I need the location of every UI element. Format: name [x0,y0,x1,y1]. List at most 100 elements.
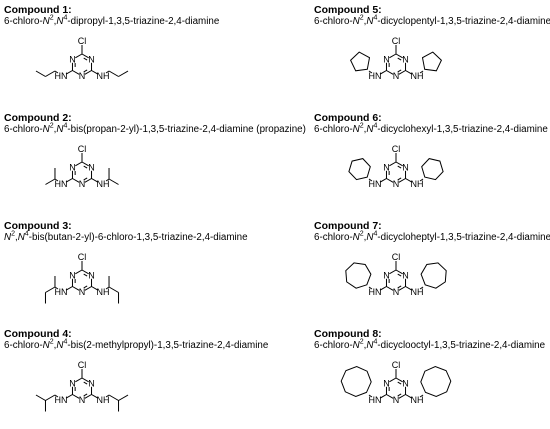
amine-bond [91,70,99,75]
ring-bond [84,286,92,291]
ring-bond [72,394,80,399]
compound-title: Compound 2: [4,112,72,124]
alkyl-bond [108,286,119,293]
ring-bond [75,269,83,275]
ring-nitrogen-label: N [383,55,390,65]
alkyl-bond [118,394,129,401]
compound-5: Compound 5: 6-chloro-N2,N4-dicyclopentyl… [314,4,550,81]
amine-nh-label-left: HN [368,179,381,189]
ring-nitrogen-label: N [88,55,95,65]
compound-iupac-name: 6-chloro-N2,N4-dicyclooctyl-1,3,5-triazi… [314,338,546,351]
compound-2: Compound 2: 6-chloro-N2,N4-bis(propan-2-… [4,112,306,189]
amine-nh-label-left: HN [54,179,67,189]
compound-title: Compound 5: [314,4,382,16]
cyclopentyl-ring [421,51,443,72]
ring-nitrogen-label: N [69,55,76,65]
amine-nh-label-right: NH [97,395,110,405]
ring-nitrogen-label: N [402,163,409,173]
substituent-bond [368,394,373,398]
alkyl-bond [35,394,46,401]
ring-bond [386,70,394,75]
ring-bond [398,286,406,291]
ring-nitrogen-label: N [393,395,400,405]
compound-title: Compound 7: [314,220,382,232]
ring-nitrogen-label: N [79,395,86,405]
ring-bond [389,377,397,383]
amine-bond [405,286,413,291]
ring-nitrogen-label: N [383,271,390,281]
ring-bond [75,161,83,167]
compound-title: Compound 6: [314,112,382,124]
double-bond-line [397,57,402,61]
compound-iupac-name: 6-chloro-N2,N4-dicycloheptyl-1,3,5-triaz… [314,230,550,243]
compound-4: Compound 4: 6-chloro-N2,N4-bis(2-methylp… [4,328,274,412]
amine-nh-label-left: HN [54,71,67,81]
double-bond-line [397,273,402,277]
alkyl-bond [45,286,56,293]
double-bond-line [83,165,88,169]
chlorine-label: Cl [392,360,401,370]
ring-nitrogen-label: N [69,271,76,281]
amine-bond [65,394,73,399]
compound-title: Compound 4: [4,328,72,340]
amine-nh-label-left: HN [368,71,381,81]
ring-nitrogen-label: N [402,271,409,281]
amine-nh-label-right: NH [97,179,110,189]
ring-bond [72,178,80,183]
cyclohexyl-ring [348,158,371,181]
cyclohexyl-ring [421,158,444,181]
compound-iupac-name: N2,N4-bis(butan-2-yl)-6-chloro-1,3,5-tri… [4,230,248,243]
ring-bond [75,377,83,383]
cycloheptyl-ring [345,262,372,289]
substituent-bond [54,286,59,290]
ring-nitrogen-label: N [402,55,409,65]
amine-nh-label-left: HN [54,287,67,297]
compound-iupac-name: 6-chloro-N2,N4-bis(2-methylpropyl)-1,3,5… [4,338,269,351]
chlorine-label: Cl [78,36,87,46]
amine-nh-label-right: NH [411,287,424,297]
alkyl-bond [35,70,46,77]
amine-nh-label-right: NH [97,71,110,81]
alkyl-bond [45,70,56,77]
compound-1: Compound 1: 6-chloro-N2,N4-dipropyl-1,3,… [4,4,274,81]
amine-bond [405,178,413,183]
substituent-bond [54,70,59,74]
cyclooctyl-ring [340,365,372,398]
compound-8: Compound 8: 6-chloro-N2,N4-dicyclooctyl-… [314,328,550,405]
cyclopentyl-ring [349,51,371,72]
amine-nh-label-right: NH [411,71,424,81]
ring-nitrogen-label: N [393,287,400,297]
ring-nitrogen-label: N [383,163,390,173]
substituent-bond [419,394,424,398]
alkyl-bond [45,178,56,185]
substituent-bond [368,286,373,290]
double-bond-line [83,381,88,385]
ring-bond [389,53,397,59]
chlorine-label: Cl [392,144,401,154]
double-bond-line [397,165,402,169]
ring-bond [389,161,397,167]
amine-nh-label-left: HN [368,395,381,405]
ring-bond [84,394,92,399]
ring-bond [395,377,403,383]
ring-bond [81,377,89,383]
substituent-bond [105,394,110,398]
compound-iupac-name: 6-chloro-N2,N4-dicyclohexyl-1,3,5-triazi… [314,122,548,135]
double-bond-line [83,177,88,181]
chlorine-label: Cl [392,252,401,262]
double-bond-line [83,285,88,289]
ring-bond [81,161,89,167]
amine-nh-label-right: NH [411,179,424,189]
amine-nh-label-right: NH [97,287,110,297]
substituent-bond [54,394,59,398]
ring-bond [84,178,92,183]
ring-bond [84,70,92,75]
double-bond-line [83,69,88,73]
ring-bond [81,53,89,59]
chlorine-label: Cl [78,144,87,154]
